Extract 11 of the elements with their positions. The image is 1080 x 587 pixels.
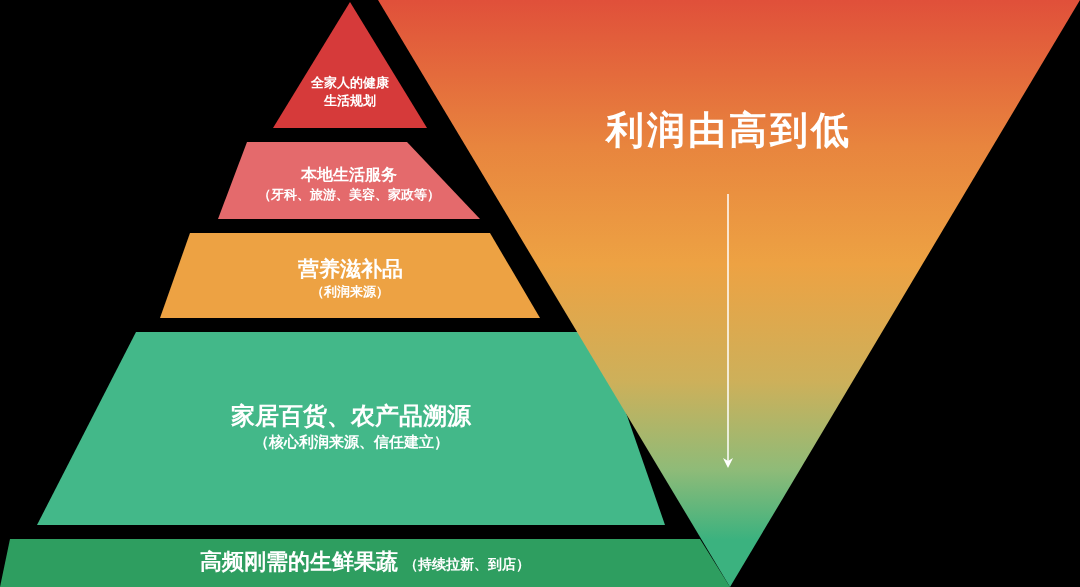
tier-subtext: （核心利润来源、信任建立） [253,432,449,453]
pyramid-tier [0,539,730,587]
tier-heading: 高频刚需的生鲜果蔬 [200,548,398,576]
tier-subtext: （利润来源） [311,283,389,301]
tier-subtext: （持续拉新、到店） [404,555,530,574]
tier-heading: 家居百货、农产品溯源 [231,401,471,432]
title-text: 利润由高到低 [606,107,852,154]
tier-heading: 营养滋补品 [297,256,403,283]
tier-heading: 本地生活服务 [301,164,397,186]
tier-subtext: （牙科、旅游、美容、家政等） [258,185,440,204]
tier-heading: 全家人的健康生活规划 [310,74,390,110]
